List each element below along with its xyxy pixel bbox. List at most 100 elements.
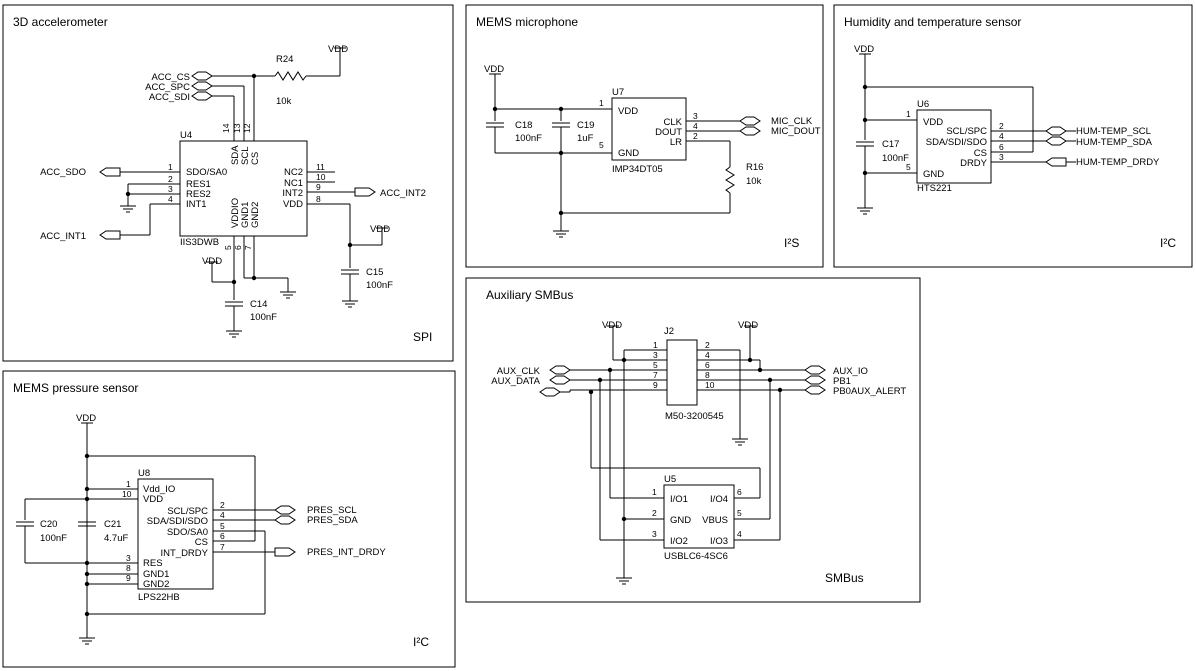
u7-pin5-num: 5 (599, 140, 604, 150)
c15-value: 100nF (366, 280, 393, 291)
u7-ref: U7 (612, 87, 624, 98)
net-hum-scl: HUM-TEMP_SCL (1076, 126, 1151, 137)
net-pb1: PB1 (833, 376, 851, 387)
u5-ref: U5 (664, 474, 676, 485)
hum-panel-title: Humidity and temperature sensor (844, 15, 1021, 29)
u7-pin2-num: 2 (693, 131, 698, 141)
u4-pin12-num: 12 (242, 123, 252, 133)
net-hum-sda: HUM-TEMP_SDA (1076, 137, 1153, 148)
c19-ref: C19 (577, 120, 594, 131)
u6-pin1-num: 1 (906, 109, 911, 119)
j2-pin1-num: 1 (653, 340, 658, 350)
u5-pin2-num: 2 (652, 508, 657, 518)
u4-pin1-num: 1 (168, 162, 173, 172)
u4-ref: U4 (180, 130, 192, 141)
pres-panel-title: MEMS pressure sensor (13, 381, 138, 395)
u6-pin-vdd: VDD (923, 117, 943, 128)
c19-value: 1uF (577, 133, 594, 144)
u7-pin-lr: LR (670, 137, 682, 148)
net-acc-int1: ACC_INT1 (40, 231, 86, 242)
u4-pin13-num: 13 (232, 123, 242, 133)
u4-pin-scl: SCL (240, 147, 251, 165)
u4-pin-vddio: VDDIO (230, 198, 241, 228)
c18-ref: C18 (515, 120, 532, 131)
u8-pin-cs: CS (195, 537, 208, 548)
r24-ref: R24 (276, 54, 293, 65)
u8-pin-gnd2: GND2 (143, 579, 169, 590)
u4-pin-cs: CS (250, 152, 261, 165)
u5-pin-io2: I/O2 (670, 536, 688, 547)
r16-value: 10k (746, 176, 762, 187)
u6-pin-gnd: GND (923, 169, 944, 180)
u4-pin8-num: 8 (316, 194, 321, 204)
u6-part: HTS221 (917, 183, 952, 194)
net-hum-drdy: HUM-TEMP_DRDY (1076, 157, 1160, 168)
u7-pin-dout: DOUT (655, 127, 682, 138)
j2-pin2-num: 2 (705, 340, 710, 350)
u5-pin-io4: I/O4 (710, 494, 728, 505)
accel-panel-footer: SPI (413, 330, 432, 344)
u8-part: LPS22HB (138, 592, 180, 603)
u8-pin-res: RES (143, 558, 163, 569)
u8-pin-scl: SCL/SPC (167, 506, 208, 517)
c17-ref: C17 (882, 139, 899, 150)
u7-pin4-num: 4 (693, 121, 698, 131)
u8-pin-gnd1: GND1 (143, 569, 169, 580)
smbus-circuit: J2 M50-3200545 1 3 5 7 9 2 4 6 8 10 VDD … (491, 320, 906, 585)
net-pres-int-drdy: PRES_INT_DRDY (307, 547, 386, 558)
u8-pin-vddio: Vdd_IO (143, 484, 175, 495)
u8-chip (137, 478, 214, 590)
u7-pin3-num: 3 (693, 111, 698, 121)
u4-pin2-num: 2 (168, 174, 173, 184)
c21-value: 4.7uF (104, 533, 128, 544)
r24-value: 10k (276, 96, 292, 107)
net-acc-sdo: ACC_SDO (40, 167, 86, 178)
u4-pin4-num: 4 (168, 194, 173, 204)
u6-pin-sda: SDA/SDI/SDO (926, 137, 987, 148)
u5-chip (663, 484, 735, 549)
j2-connector (666, 339, 698, 406)
panel-smbus (465, 277, 921, 603)
net-acc-spc: ACC_SPC (145, 82, 190, 93)
j2-pin6-num: 6 (705, 360, 710, 370)
u5-part: USBLC6-4SC6 (664, 551, 728, 562)
j2-pin4-num: 4 (705, 350, 710, 360)
c20-ref: C20 (40, 519, 57, 530)
u8-pin5-num: 5 (220, 521, 225, 531)
u8-pin-sdo: SDO/SA0 (167, 527, 208, 538)
hum-panel-footer: I²C (1160, 236, 1176, 250)
u8-pin-int-drdy: INT_DRDY (160, 548, 208, 559)
panel-microphone (465, 4, 824, 268)
u6-pin6-num: 6 (999, 142, 1004, 152)
u5-pin-gnd: GND (670, 515, 691, 526)
panel-accelerometer (2, 4, 454, 362)
net-pres-sda: PRES_SDA (307, 515, 358, 526)
u5-pin5-num: 5 (737, 508, 742, 518)
net-accel-vdd-r24: VDD (328, 44, 348, 55)
panel-pressure (2, 370, 456, 668)
accelerometer-circuit: U4 IIS3DWB 1 2 3 4 SDO/SA0 RES1 RES2 INT… (40, 44, 426, 338)
u6-pin2-num: 2 (999, 121, 1004, 131)
j2-pin7-num: 7 (653, 370, 658, 380)
j2-part: M50-3200545 (665, 411, 724, 422)
panel-humidity (833, 4, 1193, 268)
j2-pin9-num: 9 (653, 380, 658, 390)
u7-part: IMP34DT05 (612, 164, 663, 175)
u4-pin5-num: 5 (223, 245, 233, 250)
c20-value: 100nF (40, 533, 67, 544)
u5-pin-io3: I/O3 (710, 536, 728, 547)
net-pb0aux-alert: PB0AUX_ALERT (833, 386, 906, 397)
u8-pin7-num: 7 (220, 542, 225, 552)
c15-ref: C15 (366, 267, 383, 278)
j2-pin10-num: 10 (705, 380, 715, 390)
u8-pin-sda: SDA/SDI/SDO (147, 516, 208, 527)
j2-pin5-num: 5 (653, 360, 658, 370)
smbus-panel-footer: SMBus (825, 571, 864, 585)
u4-pin-sda: SDA (230, 145, 241, 165)
r16-ref: R16 (746, 162, 763, 173)
c21-ref: C21 (104, 519, 121, 530)
u8-pin8-num: 8 (126, 563, 131, 573)
u8-pin1-num: 1 (126, 479, 131, 489)
u6-pin-cs: CS (974, 148, 987, 159)
j2-ref: J2 (664, 326, 674, 337)
